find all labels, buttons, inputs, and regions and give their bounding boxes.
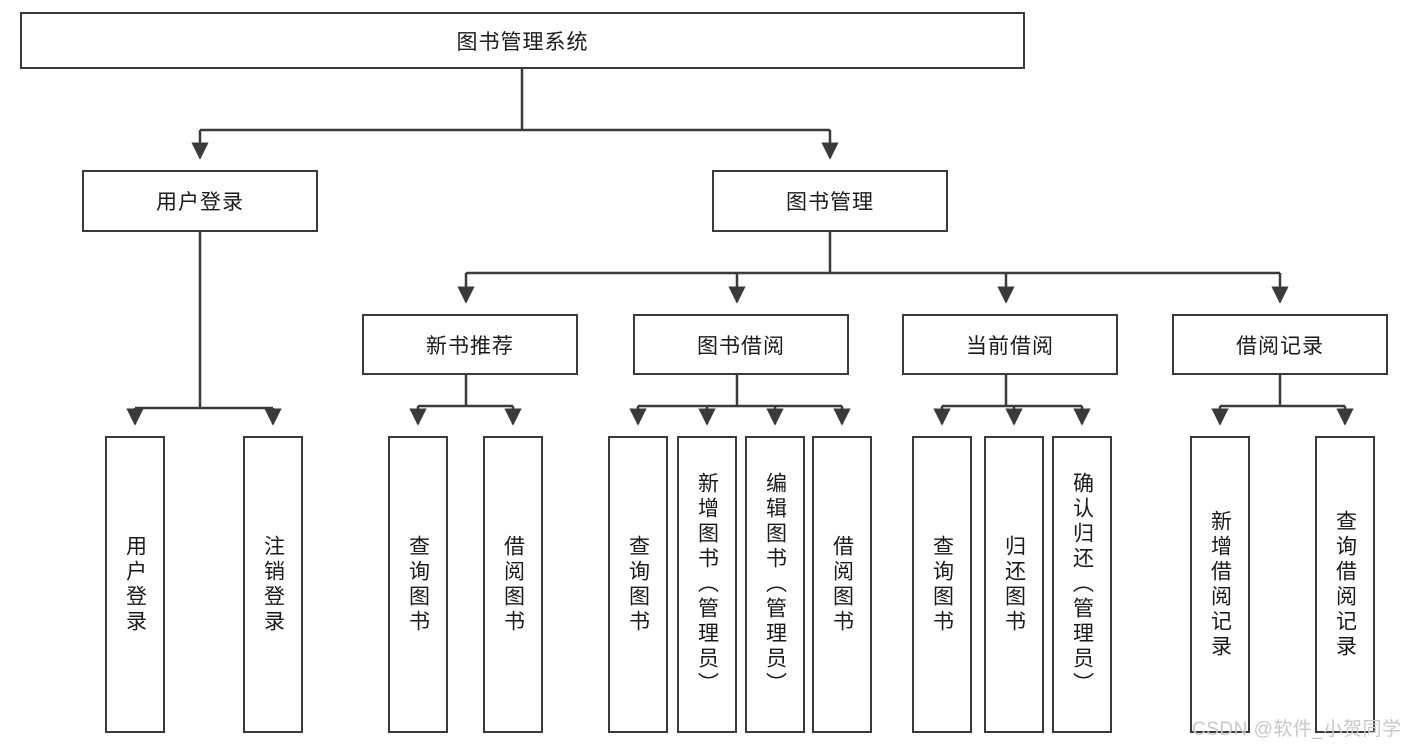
node-leaf-user-login[interactable]: 用户登录 [105, 436, 165, 733]
node-leaf-borrow-book-1[interactable]: 借阅图书 [483, 436, 543, 733]
node-leaf-query-book-3-label: 查询图书 [930, 534, 954, 635]
node-leaf-borrow-book-2[interactable]: 借阅图书 [812, 436, 872, 733]
node-leaf-borrow-book-1-label: 借阅图书 [501, 534, 525, 635]
node-leaf-query-record[interactable]: 查询借阅记录 [1315, 436, 1375, 733]
node-book-borrow[interactable]: 图书借阅 [633, 314, 849, 375]
node-leaf-confirm-return-label: 确认归还（管理员） [1070, 472, 1094, 697]
node-leaf-logout[interactable]: 注销登录 [243, 436, 303, 733]
node-leaf-add-record[interactable]: 新增借阅记录 [1190, 436, 1250, 733]
node-book-manage-label: 图书管理 [786, 191, 874, 214]
node-leaf-add-book-label: 新增图书（管理员） [695, 472, 719, 697]
node-new-book-recommend[interactable]: 新书推荐 [362, 314, 578, 375]
node-leaf-confirm-return[interactable]: 确认归还（管理员） [1052, 436, 1112, 733]
node-leaf-edit-book[interactable]: 编辑图书（管理员） [745, 436, 805, 733]
node-leaf-user-login-label: 用户登录 [123, 534, 147, 635]
node-leaf-return-book-label: 归还图书 [1002, 534, 1026, 635]
node-current-borrow-label: 当前借阅 [966, 334, 1054, 358]
node-book-borrow-label: 图书借阅 [697, 334, 785, 358]
node-leaf-return-book[interactable]: 归还图书 [984, 436, 1044, 733]
node-leaf-query-book-1[interactable]: 查询图书 [388, 436, 448, 733]
node-leaf-query-book-2-label: 查询图书 [626, 534, 650, 635]
node-leaf-query-record-label: 查询借阅记录 [1333, 509, 1357, 660]
node-borrow-record[interactable]: 借阅记录 [1172, 314, 1388, 375]
node-book-manage[interactable]: 图书管理 [712, 170, 948, 232]
node-user-login-label: 用户登录 [156, 191, 244, 214]
node-new-book-recommend-label: 新书推荐 [426, 334, 514, 358]
node-leaf-add-record-label: 新增借阅记录 [1208, 509, 1232, 660]
node-leaf-edit-book-label: 编辑图书（管理员） [763, 472, 787, 697]
node-borrow-record-label: 借阅记录 [1236, 334, 1324, 358]
node-root[interactable]: 图书管理系统 [20, 12, 1025, 69]
node-leaf-query-book-1-label: 查询图书 [406, 534, 430, 635]
node-current-borrow[interactable]: 当前借阅 [902, 314, 1118, 375]
node-leaf-logout-label: 注销登录 [261, 534, 285, 635]
node-root-label: 图书管理系统 [456, 30, 589, 54]
node-leaf-borrow-book-2-label: 借阅图书 [830, 534, 854, 635]
node-leaf-add-book[interactable]: 新增图书（管理员） [677, 436, 737, 733]
node-leaf-query-book-3[interactable]: 查询图书 [912, 436, 972, 733]
node-user-login[interactable]: 用户登录 [82, 170, 318, 232]
node-leaf-query-book-2[interactable]: 查询图书 [608, 436, 668, 733]
